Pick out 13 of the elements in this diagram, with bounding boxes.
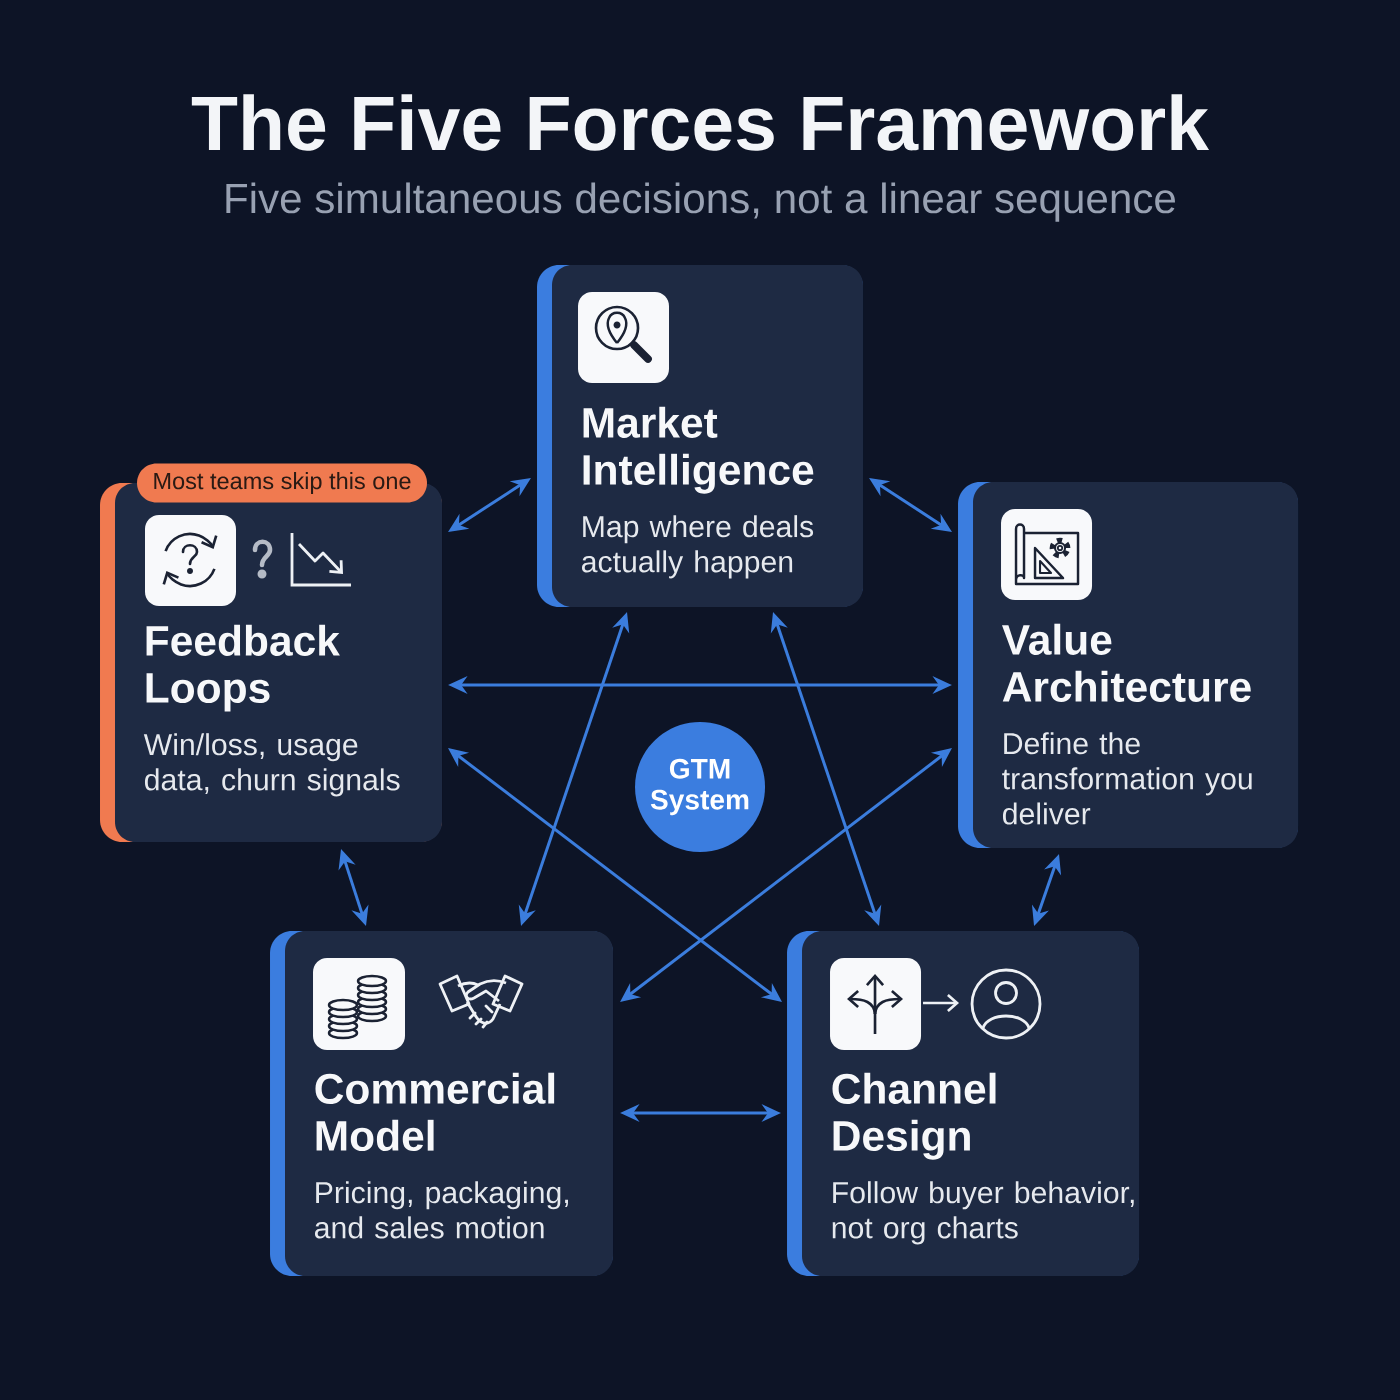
badge: Most teams skip this one — [137, 463, 427, 503]
card-title: Commercial Model — [315, 1072, 555, 1152]
subtitle: Five simultaneous decisions, not a linear sequence — [226, 182, 1175, 222]
card-title: Channel Design — [832, 1072, 996, 1160]
card-title: Feedback Loops — [146, 624, 340, 712]
card-description: Define the transformation you deliver — [1002, 732, 1252, 825]
card-description: Follow buyer behavior, not org charts — [832, 1181, 1134, 1245]
card-description: Pricing, packaging, and sales motion — [315, 1181, 568, 1239]
card-description: Win/loss, usage data, churn signals — [143, 733, 400, 797]
title: The Five Forces Framework — [191, 94, 1210, 151]
card-title: Value Architecture — [1002, 623, 1251, 703]
card-description: Map where deals actually happen — [582, 515, 814, 579]
card-title: Market Intelligence — [583, 406, 814, 494]
